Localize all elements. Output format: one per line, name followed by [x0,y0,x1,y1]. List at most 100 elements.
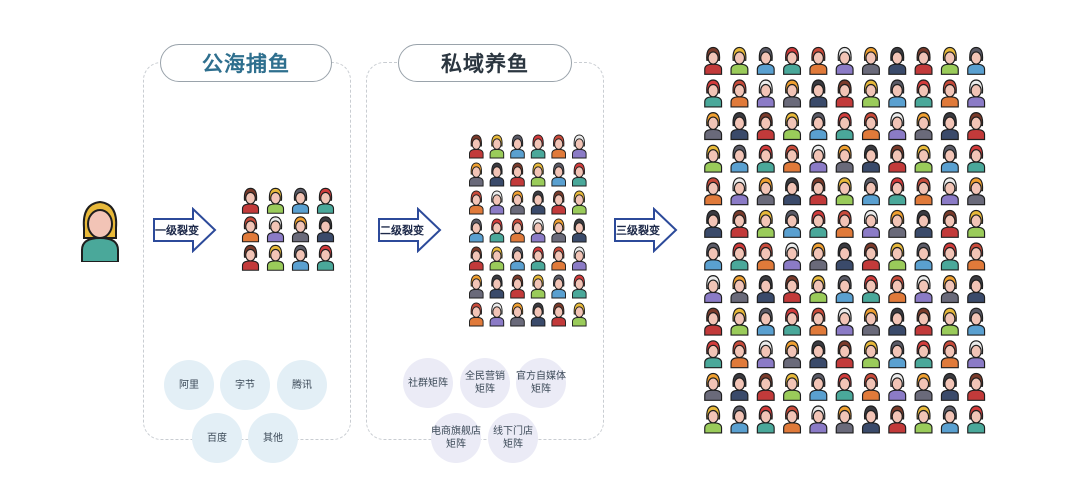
people-grid-level3 [704,46,986,434]
panel-title-text: 私域养鱼 [441,52,529,76]
tag-tencent: 腾讯 [277,360,327,410]
person-icon [835,112,854,141]
tag-offline-store-matrix: 线下门店 矩阵 [488,413,538,463]
person-icon [783,79,802,108]
person-icon [940,275,959,304]
person-icon [914,112,933,141]
person-icon [489,162,505,187]
person-icon [914,405,933,434]
person-icon [835,209,854,238]
person-icon [809,275,828,304]
person-icon [704,275,723,304]
person-icon [730,46,749,75]
person-icon [704,177,723,206]
person-icon [861,340,880,369]
person-icon [510,302,525,327]
person-icon [940,340,959,369]
arrow-level3: 三级裂变 [614,207,678,253]
person-icon [888,144,907,173]
person-icon [783,46,802,75]
person-icon [756,275,775,304]
person-icon [510,274,525,299]
person-icon [489,218,505,243]
tag-community-matrix: 社群矩阵 [403,358,453,408]
person-icon [469,162,484,187]
people-grid-level1 [241,187,335,271]
person-icon [888,275,907,304]
person-icon [756,242,775,271]
person-icon [888,307,907,336]
person-icon [861,307,880,336]
person-icon [530,190,546,215]
person-icon [316,216,335,243]
tag-bytedance: 字节 [220,360,270,410]
person-icon [888,405,907,434]
person-icon [835,177,854,206]
person-icon [704,340,723,369]
person-icon [914,372,933,401]
tag-alibaba: 阿里 [164,360,214,410]
person-icon [489,190,505,215]
person-icon [551,190,566,215]
person-icon [469,218,484,243]
person-icon [551,162,566,187]
person-icon [572,274,587,299]
person-icon [730,112,749,141]
person-icon [809,46,828,75]
person-icon [316,244,335,271]
person-icon [469,134,484,159]
person-icon [940,144,959,173]
person-icon [940,112,959,141]
person-icon [756,209,775,238]
person-icon [914,177,933,206]
person-icon [967,144,986,173]
person-icon [914,46,933,75]
person-icon [809,405,828,434]
person-icon [967,372,986,401]
person-icon [572,302,587,327]
person-icon [704,372,723,401]
person-icon [967,307,986,336]
person-icon [551,218,566,243]
arrow-level1-label: 一级裂变 [155,223,199,237]
person-icon [967,177,986,206]
tag-all-staff-marketing-matrix: 全民营销 矩阵 [460,358,510,408]
panel-title-text: 公海捕鱼 [202,52,290,76]
person-icon [489,274,505,299]
people-grid-level2 [469,134,587,327]
person-icon [914,275,933,304]
person-icon [730,177,749,206]
person-icon [888,242,907,271]
person-icon [469,274,484,299]
person-icon [572,162,587,187]
person-icon [809,144,828,173]
arrow-level3-label: 三级裂变 [616,223,660,237]
person-icon [756,112,775,141]
person-icon [704,307,723,336]
person-icon [835,46,854,75]
person-icon [914,340,933,369]
tag-official-media-matrix: 官方自媒体 矩阵 [516,358,566,408]
person-icon [809,79,828,108]
person-icon [530,162,546,187]
person-icon [861,242,880,271]
person-icon [967,209,986,238]
person-icon [730,209,749,238]
person-icon [469,302,484,327]
person-icon [914,307,933,336]
person-icon [704,79,723,108]
person-icon [783,144,802,173]
person-icon [940,405,959,434]
person-icon [572,246,587,271]
person-icon [835,144,854,173]
panel-title-public-sea: 公海捕鱼 [160,44,332,82]
person-icon [241,187,260,214]
person-icon [835,405,854,434]
person-icon [730,79,749,108]
person-icon [861,405,880,434]
person-icon [756,177,775,206]
person-icon [809,177,828,206]
person-icon [809,209,828,238]
person-icon [756,307,775,336]
person-icon [940,307,959,336]
